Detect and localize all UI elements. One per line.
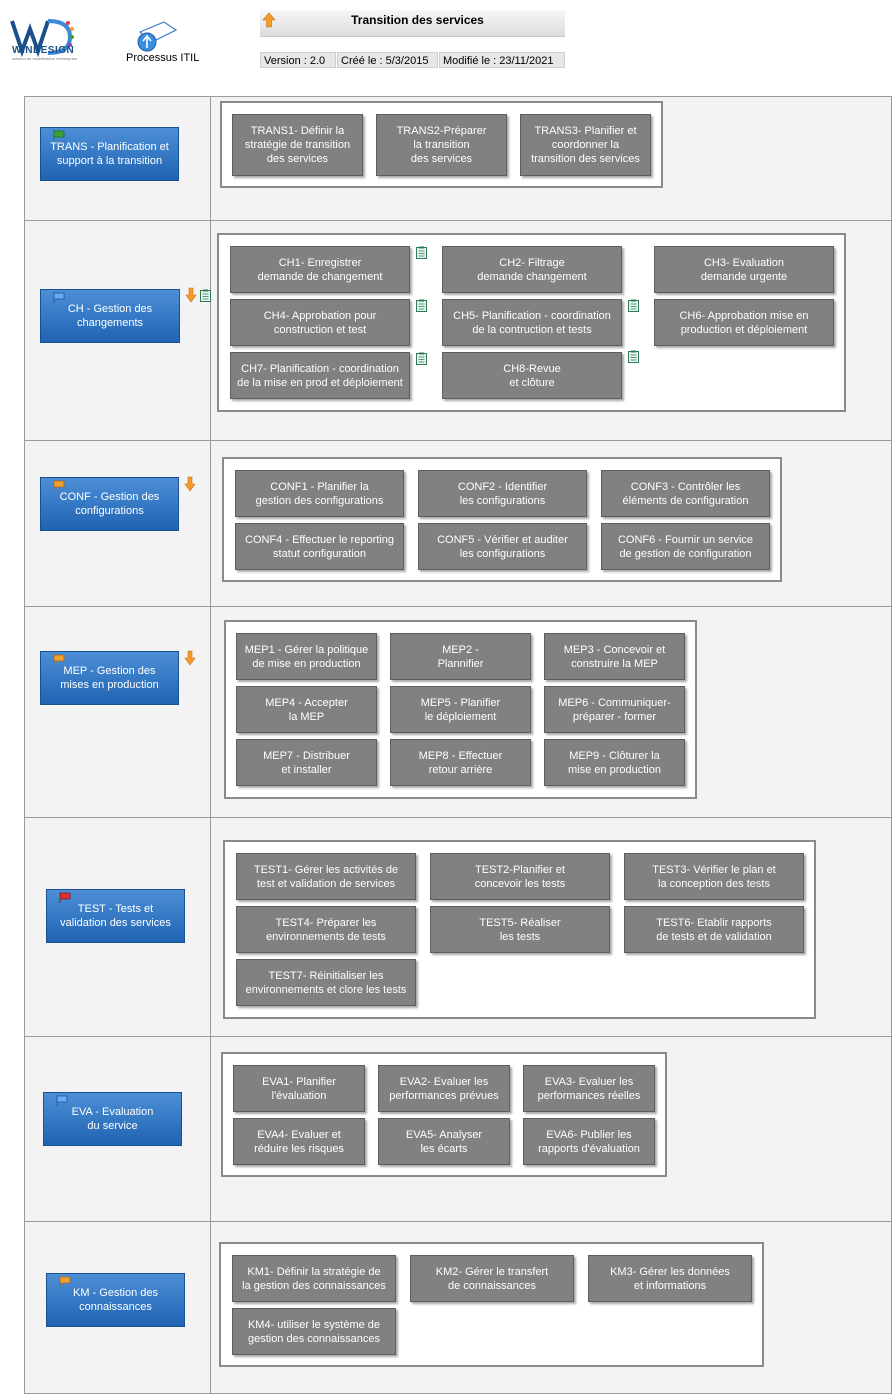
windesign-logo	[10, 19, 74, 58]
activity-conf5[interactable]: CONF5 - Vérifier et auditer les configur…	[418, 523, 587, 570]
process-label[interactable]: Processus ITIL	[126, 52, 200, 64]
activity-eva1[interactable]: EVA1- Planifier l'évaluation	[233, 1065, 365, 1112]
activity-ch7[interactable]: CH7- Planification - coordination de la …	[230, 352, 410, 399]
lane-conf-button[interactable]: CONF - Gestion des configurations	[40, 477, 179, 531]
created-field: Créé le : 5/3/2015	[337, 52, 438, 68]
lane-ch-button[interactable]: CH - Gestion des changements	[40, 289, 180, 343]
activity-ch6[interactable]: CH6- Approbation mise en production et d…	[654, 299, 834, 346]
green-flag-icon	[53, 130, 65, 141]
activity-mep8[interactable]: MEP8 - Effectuer retour arrière	[390, 739, 531, 786]
document-icon[interactable]	[628, 299, 639, 312]
activity-km4[interactable]: KM4- utiliser le système de gestion des …	[232, 1308, 396, 1355]
lane-conf-label: CONF - Gestion des configurations	[59, 491, 160, 517]
down-arrow-icon[interactable]	[184, 650, 196, 666]
logo-subtitle: solution de modélisation d'entreprise	[12, 56, 77, 61]
activity-km2[interactable]: KM2- Gérer le transfert de connaissances	[410, 1255, 574, 1302]
red-flag-icon	[59, 892, 71, 903]
orange-flag-icon	[53, 654, 65, 665]
blue-flag-icon	[53, 292, 65, 303]
activity-trans1[interactable]: TRANS1- Définir la stratégie de transiti…	[232, 114, 363, 176]
activity-test5[interactable]: TEST5- Réaliser les tests	[430, 906, 610, 953]
activity-conf6[interactable]: CONF6 - Fournir un service de gestion de…	[601, 523, 770, 570]
lane-km-label: KM - Gestion des connaissances	[73, 1287, 158, 1313]
lane-ch-label: CH - Gestion des changements	[67, 303, 153, 329]
activity-eva5[interactable]: EVA5- Analyser les écarts	[378, 1118, 510, 1165]
activity-mep9[interactable]: MEP9 - Clôturer la mise en production	[544, 739, 685, 786]
activity-ch8[interactable]: CH8-Revue et clôture	[442, 352, 622, 399]
activity-mep2[interactable]: MEP2 - Plannifier	[390, 633, 531, 680]
activity-mep7[interactable]: MEP7 - Distribuer et installer	[236, 739, 377, 786]
activity-mep6[interactable]: MEP6 - Communiquer- préparer - former	[544, 686, 685, 733]
blue-flag-icon	[56, 1095, 68, 1106]
activity-conf3[interactable]: CONF3 - Contrôler les éléments de config…	[601, 470, 770, 517]
activity-test2[interactable]: TEST2-Planifier et concevoir les tests	[430, 853, 610, 900]
lane-mep-label: MEP - Gestion des mises en production	[60, 665, 159, 691]
orange-flag-icon	[53, 480, 65, 491]
activity-conf1[interactable]: CONF1 - Planifier la gestion des configu…	[235, 470, 404, 517]
lane-trans-button[interactable]: TRANS - Planification et support à la tr…	[40, 127, 179, 181]
document-icon[interactable]	[416, 352, 427, 365]
lane-eva-label: EVA - Evaluation du service	[71, 1106, 154, 1132]
document-icon[interactable]	[416, 246, 427, 259]
activity-conf4[interactable]: CONF4 - Effectuer le reporting statut co…	[235, 523, 404, 570]
lane-mep-button[interactable]: MEP - Gestion des mises en production	[40, 651, 179, 705]
activity-test7[interactable]: TEST7- Réinitialiser les environnements …	[236, 959, 416, 1006]
column-divider	[210, 96, 211, 1394]
modified-field: Modifié le : 23/11/2021	[439, 52, 565, 68]
down-arrow-icon[interactable]	[185, 287, 197, 303]
activity-km1[interactable]: KM1- Définir la stratégie de la gestion …	[232, 1255, 396, 1302]
activity-trans3[interactable]: TRANS3- Planifier et coordonner la trans…	[520, 114, 651, 176]
activity-ch2[interactable]: CH2- Filtrage demande changement	[442, 246, 622, 293]
activity-mep5[interactable]: MEP5 - Planifier le déploiement	[390, 686, 531, 733]
diagram-title: Transition des services	[351, 13, 484, 27]
activity-test4[interactable]: TEST4- Préparer les environnements de te…	[236, 906, 416, 953]
activity-test6[interactable]: TEST6- Etablir rapports de tests et de v…	[624, 906, 804, 953]
logo-text: WINDESIGN	[12, 45, 75, 56]
document-icon[interactable]	[628, 350, 639, 363]
lane-test-label: TEST - Tests et validation des services	[60, 903, 171, 929]
activity-conf2[interactable]: CONF2 - Identifier les configurations	[418, 470, 587, 517]
title-bar	[260, 10, 565, 37]
activity-eva2[interactable]: EVA2- Evaluer les performances prévues	[378, 1065, 510, 1112]
lane-km-button[interactable]: KM - Gestion des connaissances	[46, 1273, 185, 1327]
activity-mep4[interactable]: MEP4 - Accepter la MEP	[236, 686, 377, 733]
orange-flag-icon	[59, 1276, 71, 1287]
down-arrow-icon[interactable]	[184, 476, 196, 492]
activity-eva4[interactable]: EVA4- Evaluer et réduire les risques	[233, 1118, 365, 1165]
activity-test1[interactable]: TEST1- Gérer les activités de test et va…	[236, 853, 416, 900]
activity-trans2[interactable]: TRANS2-Préparer la transition des servic…	[376, 114, 507, 176]
lane-eva-button[interactable]: EVA - Evaluation du service	[43, 1092, 182, 1146]
document-icon[interactable]	[416, 299, 427, 312]
itil-process-icon[interactable]	[136, 20, 178, 54]
activity-mep3[interactable]: MEP3 - Concevoir et construire la MEP	[544, 633, 685, 680]
version-field: Version : 2.0	[260, 52, 336, 68]
activity-ch1[interactable]: CH1- Enregistrer demande de changement	[230, 246, 410, 293]
activity-mep1[interactable]: MEP1 - Gérer la politique de mise en pro…	[236, 633, 377, 680]
activity-eva6[interactable]: EVA6- Publier les rapports d'évaluation	[523, 1118, 655, 1165]
activity-test3[interactable]: TEST3- Vérifier le plan et la conception…	[624, 853, 804, 900]
lane-test-button[interactable]: TEST - Tests et validation des services	[46, 889, 185, 943]
activity-ch5[interactable]: CH5- Planification - coordination de la …	[442, 299, 622, 346]
activity-km3[interactable]: KM3- Gérer les données et informations	[588, 1255, 752, 1302]
document-icon[interactable]	[200, 289, 211, 302]
activity-eva3[interactable]: EVA3- Evaluer les performances réelles	[523, 1065, 655, 1112]
up-arrow-icon[interactable]	[262, 12, 276, 28]
activity-ch3[interactable]: CH3- Evaluation demande urgente	[654, 246, 834, 293]
lane-trans-label: TRANS - Planification et support à la tr…	[50, 141, 169, 167]
activity-ch4[interactable]: CH4- Approbation pour construction et te…	[230, 299, 410, 346]
